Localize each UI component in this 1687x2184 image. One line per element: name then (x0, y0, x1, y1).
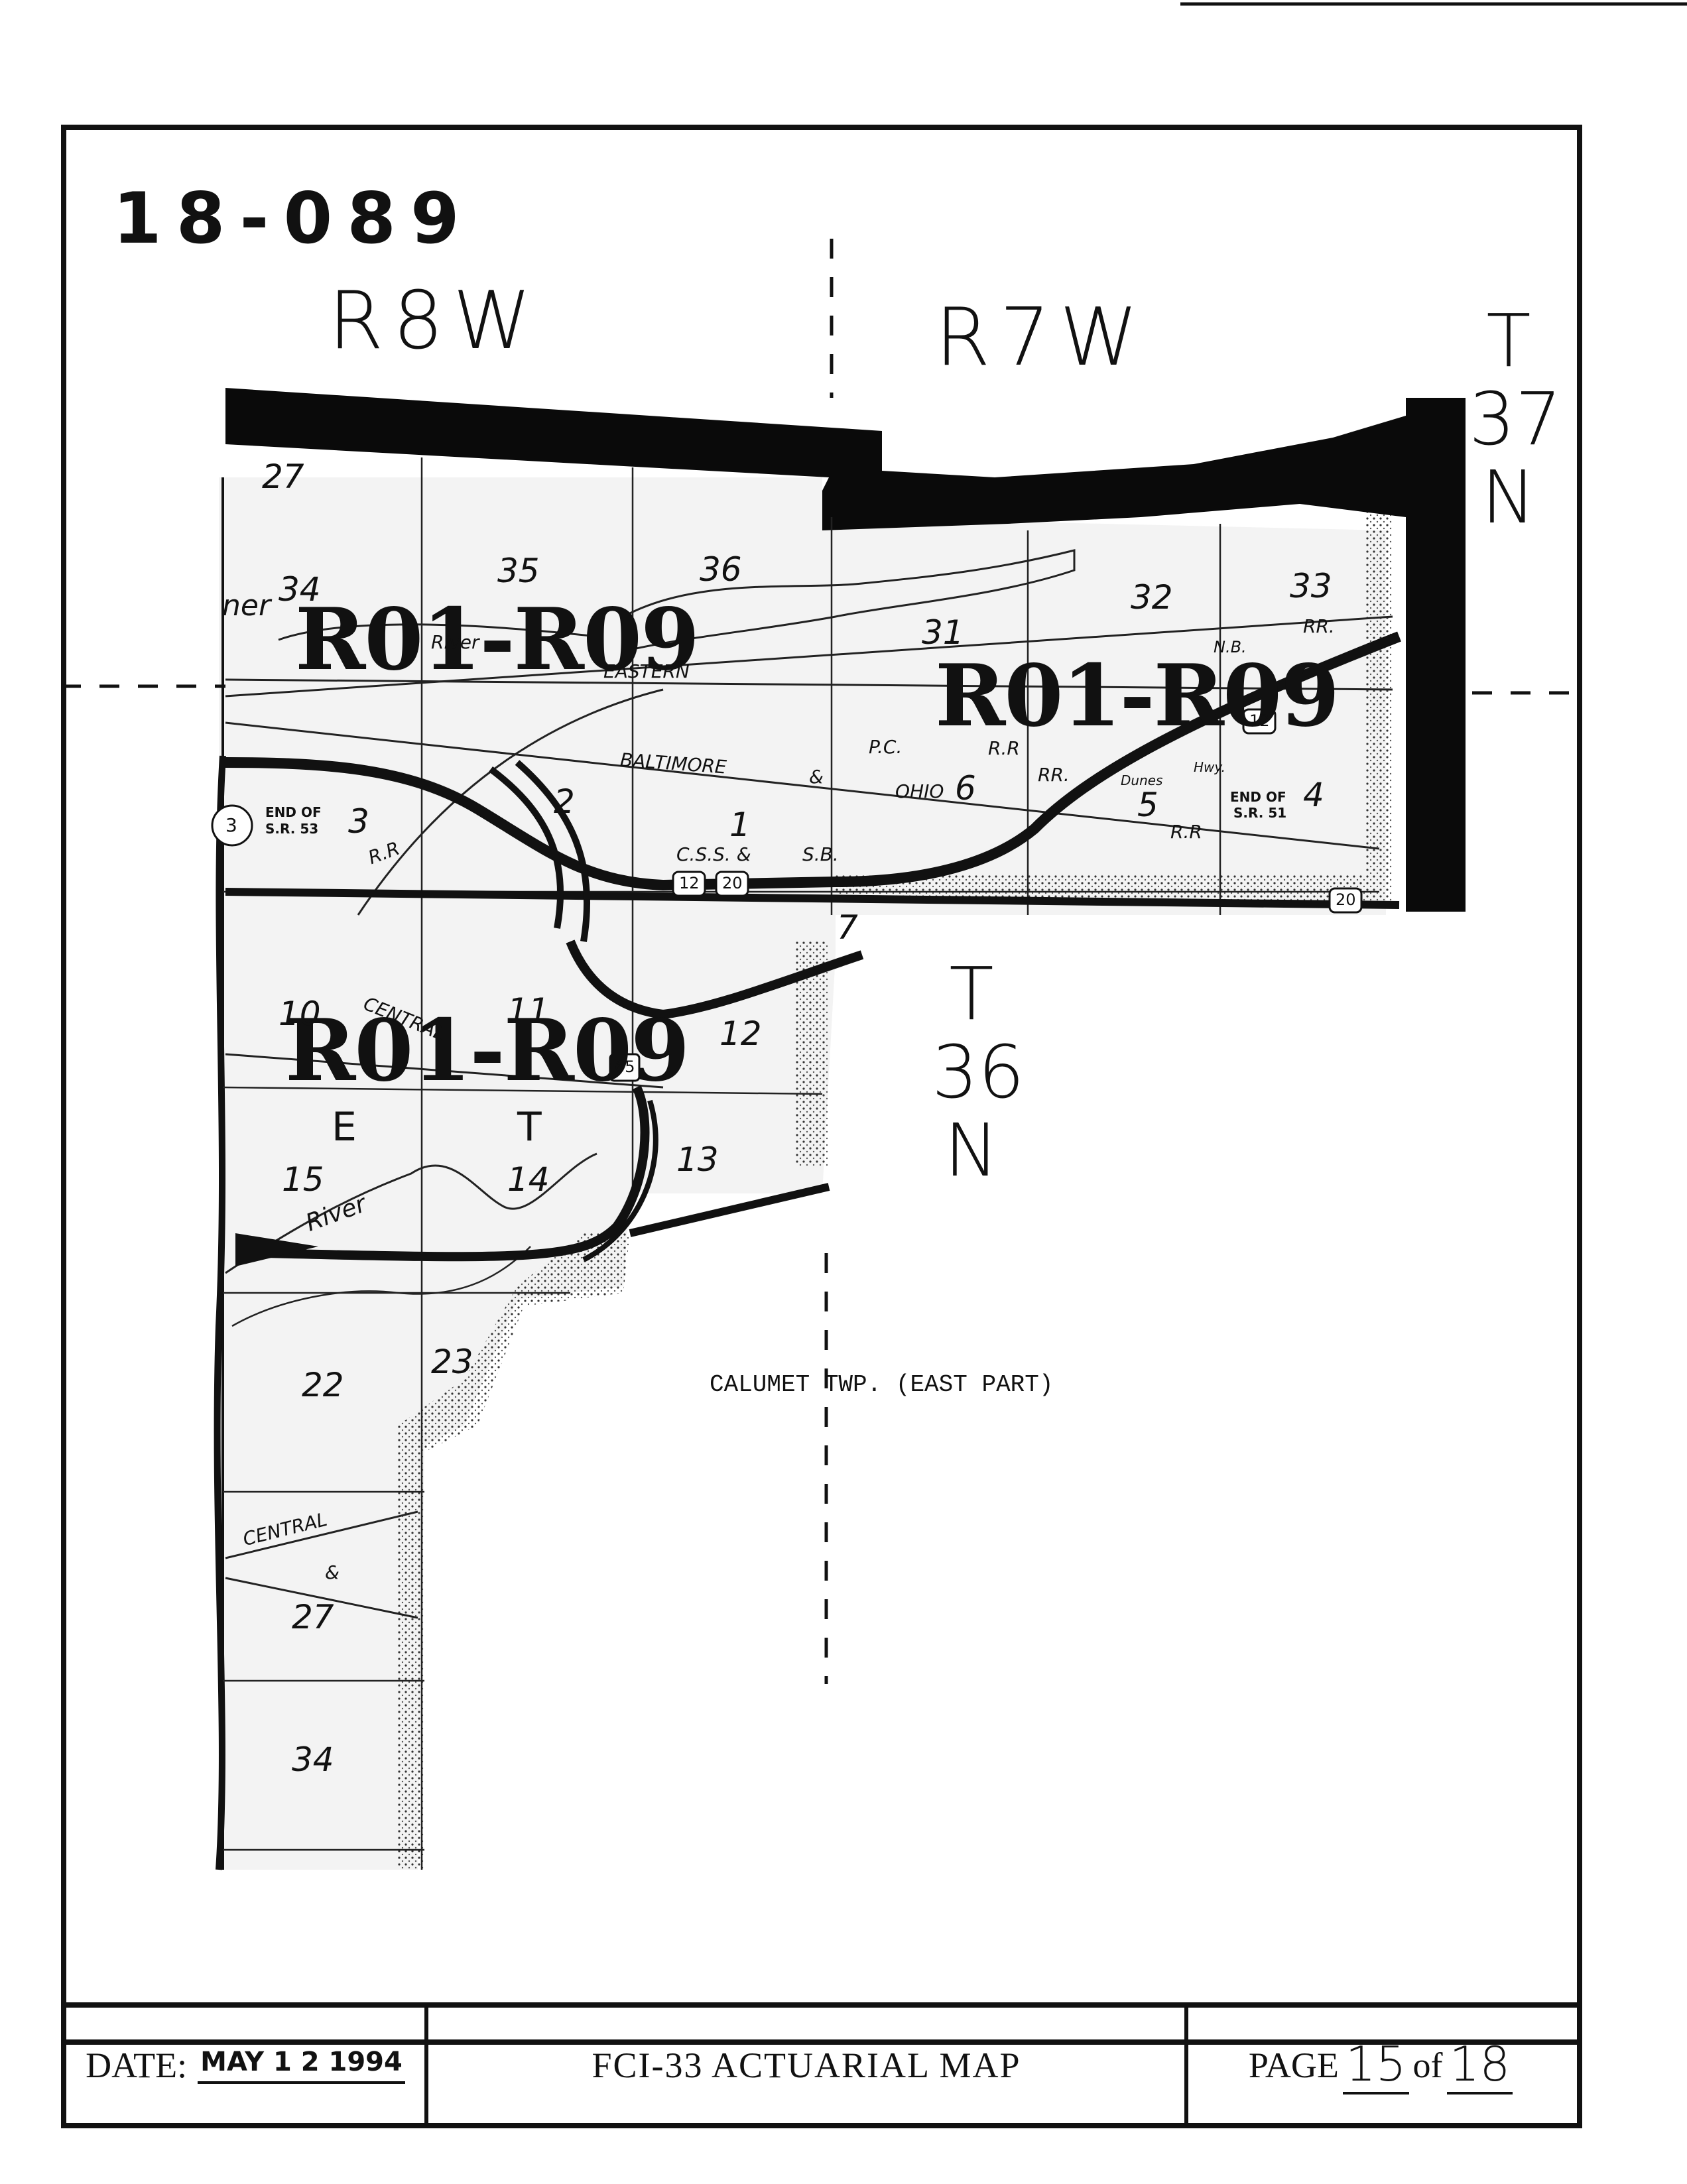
section-number: 34 (292, 1740, 334, 1779)
section-number: 33 (1290, 567, 1332, 605)
railroads (225, 615, 1393, 1619)
rate-zone-label: R01-R09 (295, 590, 700, 690)
stipple-south2 (398, 1233, 630, 1870)
page-of: of (1412, 2045, 1443, 2085)
page-current: 15 (1342, 2036, 1409, 2094)
route-shields (211, 708, 1363, 1082)
east-black-border (1406, 398, 1466, 912)
date-label: DATE: (86, 2045, 188, 2085)
rate-zone-label: R01-R09 (935, 646, 1340, 746)
map-label: & (809, 766, 824, 788)
route-shield-label: 12 (1249, 711, 1270, 730)
range-east: R7W (935, 292, 1148, 384)
section-number: 27 (292, 1598, 334, 1636)
river-upper (278, 623, 597, 641)
section-number: 15 (282, 1160, 324, 1199)
section-number: 3 (348, 802, 369, 841)
map-label: EASTERN (603, 660, 690, 682)
range-township-dividers (61, 239, 1582, 1684)
highways (225, 631, 1401, 1262)
map-label: N.B. (1214, 638, 1247, 656)
section-number: 12 (719, 1014, 762, 1053)
map-label: RR. (1038, 764, 1070, 786)
map-frame (61, 125, 1582, 2045)
rate-zone-label: R01-R09 (285, 1001, 690, 1101)
section-number: 35 (497, 552, 540, 590)
map-label: & (325, 1561, 340, 1583)
section-number: 34 (279, 570, 321, 609)
section-number: 2 (554, 782, 575, 821)
section-number: 36 (700, 550, 742, 589)
map-label: C.S.S. & (676, 843, 751, 865)
map-label: S.B. (802, 843, 839, 865)
route-shield-label: 65 (615, 1058, 635, 1076)
page-cell: PAGE 15 of 18 (1188, 2008, 1577, 2123)
map-title: FCI-33 ACTUARIAL MAP (428, 2008, 1188, 2123)
river-lower (225, 1152, 597, 1274)
page-total: 18 (1446, 2036, 1513, 2094)
section-number: 22 (302, 1366, 344, 1404)
map-letter: E (332, 1104, 357, 1150)
map-number: 18-089 (113, 178, 474, 259)
section-number: 31 (922, 613, 964, 652)
map-label: Hwy. (1194, 759, 1226, 775)
section-number: 14 (507, 1160, 550, 1199)
section-number: 32 (1131, 578, 1173, 617)
section-number: 4 (1303, 776, 1324, 814)
township-north: T 37 N (1469, 298, 1562, 540)
map-label: Dunes (1121, 772, 1163, 788)
title-block: DATE: MAY 1 2 1994 FCI-33 ACTUARIAL MAP … (61, 2002, 1582, 2128)
map-label: OHIO (895, 780, 944, 802)
map-label: R.R (988, 737, 1020, 759)
route-shield-label: 12 (679, 874, 700, 892)
lake-shore-band (225, 388, 1466, 912)
route-shield-label: 20 (722, 874, 743, 892)
page-label: PAGE (1248, 2045, 1339, 2085)
section-number: 13 (676, 1140, 719, 1179)
section-number: 10 (279, 995, 321, 1033)
map-label: END OF (1230, 789, 1286, 805)
township-name: CALUMET TWP. (EAST PART) (710, 1371, 1054, 1398)
range-west: R8W (328, 275, 541, 367)
section-number: 1 (729, 806, 751, 844)
township-south: T 36 N (932, 951, 1025, 1193)
stipple-east (1366, 477, 1393, 908)
section-number: 5 (1137, 786, 1158, 824)
river (622, 549, 1076, 651)
map-label: END OF (265, 804, 322, 820)
section-grid (222, 457, 1379, 1870)
river-sw (231, 1246, 531, 1327)
route-shield-label: 3 (225, 814, 237, 836)
section-number: 7 (837, 908, 858, 947)
map-label: RR. (1303, 615, 1335, 637)
section-number: 23 (431, 1343, 473, 1381)
route-shield-label: 20 (1336, 890, 1356, 909)
section-number: 6 (955, 769, 976, 808)
map-label: R.R (1170, 821, 1202, 843)
map-letter: T (517, 1104, 542, 1150)
date-value: MAY 1 2 1994 (198, 2047, 405, 2084)
map-label: P.C. (869, 736, 903, 758)
map-label: ner (222, 589, 271, 623)
date-cell: DATE: MAY 1 2 1994 (66, 2008, 428, 2123)
section-number: 27 (262, 457, 304, 496)
map-label: S.R. 51 (1233, 805, 1287, 821)
map-label: River (431, 631, 479, 653)
west-edge-road (214, 755, 226, 1870)
interchange-wedge (235, 1233, 318, 1266)
map-label: S.R. 53 (265, 821, 319, 837)
section-number: 11 (507, 991, 550, 1030)
